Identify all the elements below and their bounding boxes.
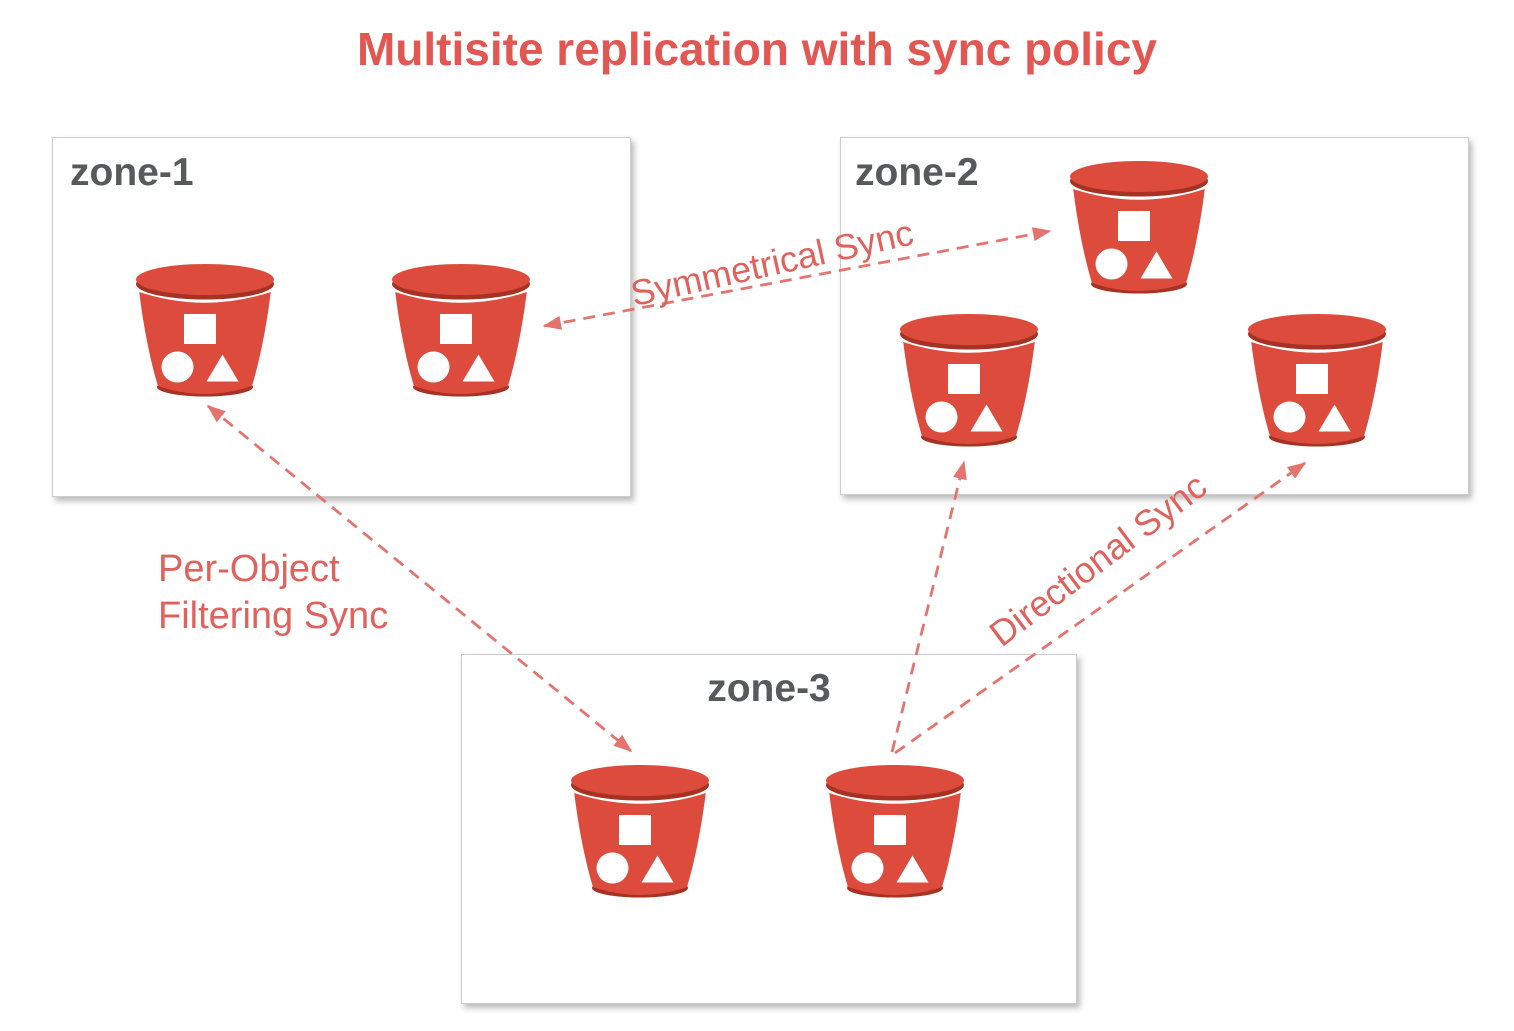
zone-2-bucket-top-icon [1063,159,1215,301]
diagram-title: Multisite replication with sync policy [356,23,1158,75]
zone-3-box: zone-3 [461,654,1077,1004]
zone-2-box: zone-2 [840,137,1469,495]
zone-3-bucket-1-icon [564,763,716,905]
zone-2-label: zone-2 [855,151,979,194]
zone-3-bucket-2-icon [819,763,971,905]
zone-1-bucket-2-icon [385,262,537,404]
zone-3-label: zone-3 [707,667,831,710]
per-object-label-line-1: Per-Object [158,548,340,590]
zone-1-box: zone-1 [52,137,631,497]
zone-2-bucket-right-icon [1241,312,1393,454]
zone-2-bucket-left-icon [893,312,1045,454]
per-object-filtering-sync-label: Per-Object Filtering Sync [158,546,388,640]
zone-1-label: zone-1 [70,151,194,194]
per-object-label-line-2: Filtering Sync [158,595,389,637]
zone-1-bucket-1-icon [129,262,281,404]
